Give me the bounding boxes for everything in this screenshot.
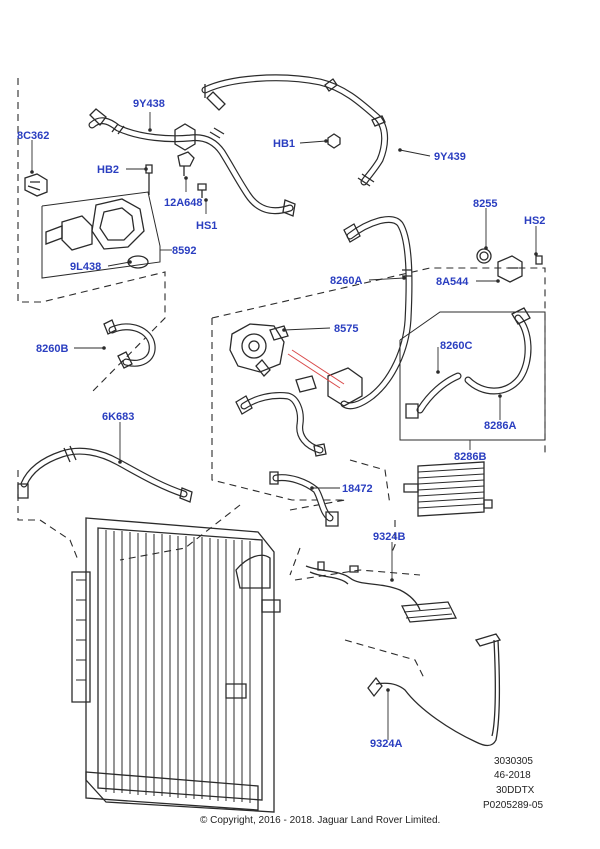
pipe-9324a (367, 639, 500, 747)
oil-cooler-8286b (403, 461, 493, 517)
screw-hs1 (197, 183, 207, 198)
leader-dots (30, 128, 538, 692)
leader-lines (31, 112, 537, 740)
label-9y439: 9Y439 (434, 151, 466, 163)
pump-8575 (229, 323, 289, 377)
label-hs2: HS2 (524, 215, 545, 227)
hose-6k683 (17, 445, 193, 503)
label-hb1: HB1 (273, 138, 295, 150)
label-hs1: HS1 (196, 220, 217, 232)
label-9324a: 9324A (370, 738, 402, 750)
hose-8260b (103, 319, 156, 369)
label-8a544: 8A544 (436, 276, 469, 288)
pipe-9324b (305, 561, 502, 647)
sensor-12a648 (177, 151, 195, 176)
label-12a648: 12A648 (164, 197, 203, 209)
hose-8260a (340, 216, 413, 410)
callout-labels: 9Y438 8C362 HB2 12A648 HS1 HB1 9Y439 859… (17, 98, 545, 750)
hose-assembly-centre (235, 349, 363, 457)
label-9y438: 9Y438 (133, 98, 165, 110)
reference-block: 3030305 46-2018 30DDTX P0205289-05 (483, 756, 543, 811)
label-hb2: HB2 (97, 164, 119, 176)
label-8286a: 8286A (484, 420, 516, 432)
hose-box-8286 (399, 307, 546, 441)
label-8592: 8592 (172, 245, 196, 257)
radiator-fins (105, 530, 251, 803)
label-8260a: 8260A (330, 275, 362, 287)
hose-9y438 (88, 108, 296, 217)
label-8260b: 8260B (36, 343, 68, 355)
clip-hb1 (327, 133, 341, 149)
outlet-8a544-group (476, 248, 543, 283)
label-8286b: 8286B (454, 451, 486, 463)
reference-line-3: 30DDTX (496, 785, 535, 796)
label-8c362: 8C362 (17, 130, 49, 142)
radiator (71, 517, 281, 813)
clip-8c362 (24, 173, 48, 197)
label-6k683: 6K683 (102, 411, 134, 423)
label-8260c: 8260C (440, 340, 472, 352)
label-18472: 18472 (342, 483, 373, 495)
label-9324b: 9324B (373, 531, 405, 543)
section-outlines (17, 78, 546, 681)
housing-8592-group (41, 191, 161, 279)
label-9l438: 9L438 (70, 261, 101, 273)
hose-18472 (269, 471, 339, 527)
reference-line-2: 46-2018 (494, 770, 531, 781)
hose-9y439 (201, 74, 389, 187)
copyright-notice: © Copyright, 2016 - 2018. Jaguar Land Ro… (200, 815, 440, 826)
reference-line-4: P0205289-05 (483, 800, 543, 811)
label-8575: 8575 (334, 323, 358, 335)
reference-line-1: 3030305 (494, 756, 533, 767)
label-8255: 8255 (473, 198, 497, 210)
